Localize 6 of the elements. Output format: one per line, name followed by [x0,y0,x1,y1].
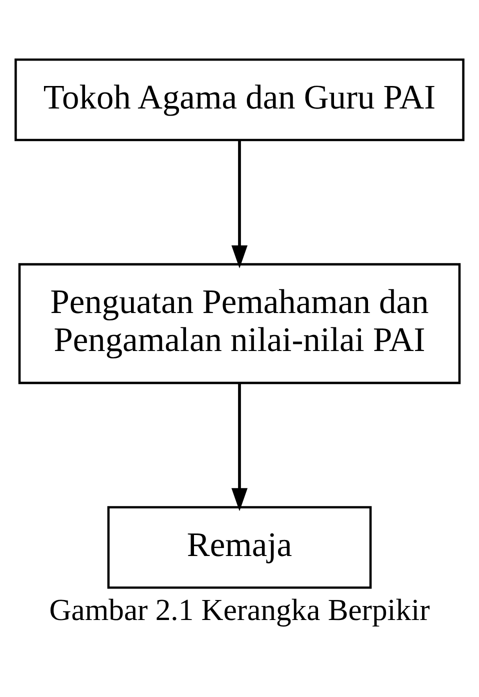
node-box: Penguatan Pemahaman dan Pengamalan nilai-nilai PAI [18,263,461,384]
node-box: Tokoh Agama dan Guru PAI [14,58,464,142]
arrow [231,140,248,268]
node-box: Remaja [107,506,372,589]
arrow [231,383,248,512]
caption: Gambar 2.1 Kerangka Berpikir [49,592,430,627]
